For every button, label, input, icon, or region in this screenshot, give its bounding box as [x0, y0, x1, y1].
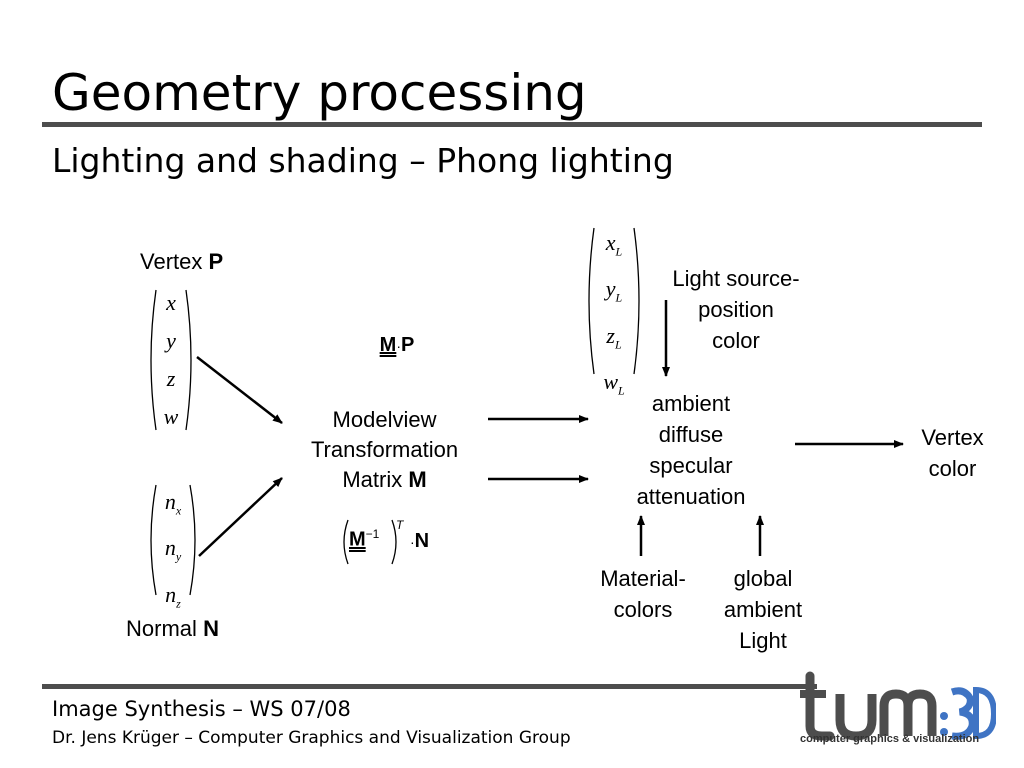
footer-divider	[42, 684, 817, 689]
modelview-block: Modelview Transformation Matrix M	[310, 407, 459, 492]
vertex-component: w	[163, 404, 179, 429]
vertex-component: z	[166, 366, 176, 391]
global-ambient-label: global ambient Light	[723, 566, 803, 653]
transpose-symbol: T	[396, 518, 404, 532]
slide-subtitle: Lighting and shading – Phong lighting	[52, 141, 674, 180]
light-source-label: Light source- position color	[672, 266, 800, 353]
normal-formula-tail: ·N	[410, 530, 430, 552]
vertex-label: Vertex P	[140, 249, 224, 274]
light-component: yL	[605, 276, 623, 305]
vertex-vector: x y z w	[156, 284, 186, 436]
light-component: wL	[603, 369, 625, 398]
logo-tagline: computer graphics & visualization	[800, 733, 980, 745]
normal-component: nx	[164, 489, 182, 518]
arrow-normal-to-modelview	[198, 477, 283, 557]
vertex-component: x	[166, 290, 176, 315]
footer-author: Dr. Jens Krüger – Computer Graphics and …	[52, 728, 571, 748]
light-vector: xL yL zL wL	[594, 224, 634, 410]
slide-title: Geometry processing	[52, 64, 587, 122]
vertex-color-label: Vertex color	[921, 425, 984, 481]
inverse-paren-right	[391, 519, 397, 565]
normal-vector: nx ny nz	[156, 483, 190, 622]
normal-component: nz	[165, 581, 181, 611]
light-bracket-left	[588, 227, 595, 375]
footer-course: Image Synthesis – WS 07/08	[52, 697, 351, 721]
inverse-paren-left	[343, 519, 349, 565]
light-component: zL	[606, 322, 622, 352]
material-colors-label: Material- colors	[600, 566, 686, 622]
normal-transform-formula: M−1	[349, 527, 380, 551]
lighting-terms: ambient diffuse specular attenuation	[636, 391, 746, 509]
arrow-vertex-to-modelview	[196, 356, 283, 424]
normal-component: ny	[164, 535, 182, 564]
light-component: xL	[605, 230, 623, 259]
tum3d-logo	[800, 671, 996, 741]
normal-bracket-left	[150, 484, 157, 596]
mp-formula: M·P	[379, 334, 415, 356]
normal-bracket-right	[189, 484, 196, 596]
light-bracket-right	[633, 227, 640, 375]
title-divider	[42, 122, 982, 127]
vertex-bracket-right	[185, 289, 192, 431]
vertex-component: y	[166, 328, 176, 353]
normal-label: Normal N	[126, 616, 219, 641]
vertex-bracket-left	[150, 289, 157, 431]
